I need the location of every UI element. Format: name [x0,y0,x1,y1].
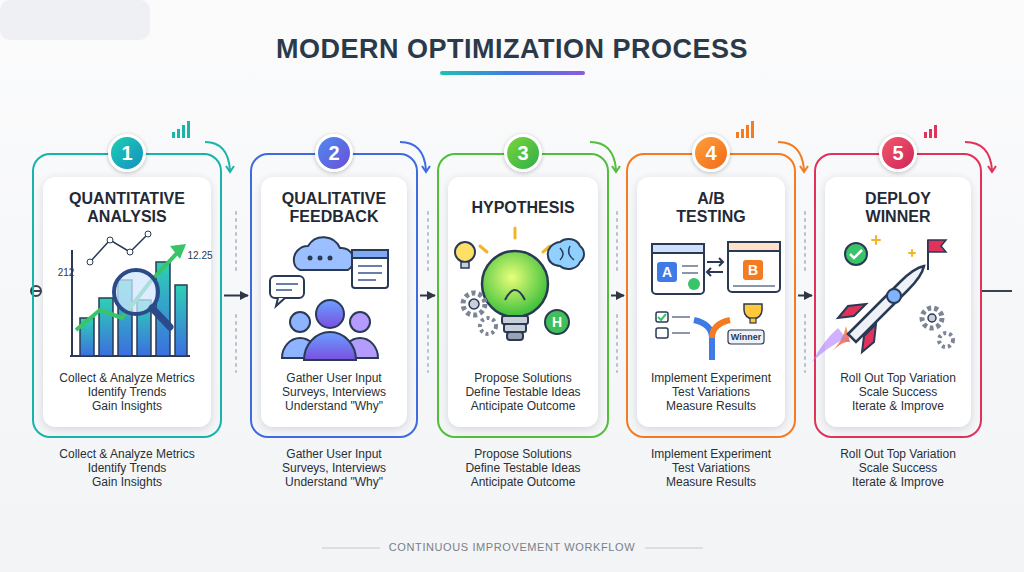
card-summary: Gain Insights [34,475,220,489]
step-number: 3 [504,134,542,172]
corner-tab [0,0,150,40]
card-summary: Test Variations [628,461,794,475]
process-card: A/B TESTING Implement ExperimentTest Vari… [626,153,796,438]
idea-icon [455,228,584,340]
card-summary: Surveys, Interviews [252,461,416,475]
card-summary: Identify Trends [34,461,220,475]
card-description: Surveys, Interviews [252,385,416,399]
card-description: Propose Solutions [439,371,607,385]
feedback-icon [270,237,388,360]
card-summary: Roll Out Top Variation [816,447,980,461]
flow-arrow [611,295,624,297]
flow-arrow [798,295,812,297]
card-summary: Define Testable Ideas [439,461,607,475]
card-description: Identify Trends [34,385,220,399]
card-description: Gain Insights [34,399,220,413]
ab-test-icon [652,242,780,360]
card-heading: A/B TESTING [666,190,756,226]
process-card: QUANTITATIVE ANALYSIS Collect & Analyze M… [32,153,222,438]
step-number: 2 [315,134,353,172]
card-description: Roll Out Top Variation [816,371,980,385]
card-heading: HYPOTHESIS [471,199,574,217]
step-number: 5 [879,134,917,172]
card-description: Scale Success [816,385,980,399]
card-summary: Gather User Input [252,447,416,461]
step-number-text: 2 [318,137,350,169]
card-heading: QUANTITATIVE ANALYSIS [47,190,207,226]
heading-box: HYPOTHESIS [439,185,607,231]
step-number: 1 [108,134,146,172]
flow-arrow [420,295,435,297]
card-summary: Anticipate Outcome [439,475,607,489]
title-underline [440,71,585,75]
card-description: Iterate & Improve [816,399,980,413]
step-number: 4 [692,134,730,172]
card-description: Anticipate Outcome [439,399,607,413]
card-description: Collect & Analyze Metrics [34,371,220,385]
card-heading: QUALITATIVE FEEDBACK [259,190,409,226]
card-summary: Scale Success [816,461,980,475]
card-summary: Collect & Analyze Metrics [34,447,220,461]
heading-box: A/B TESTING [628,185,794,231]
card-summary: Measure Results [628,475,794,489]
card-summary: Propose Solutions [439,447,607,461]
heading-box: DEPLOY WINNER [816,185,980,231]
analytics-icon [70,231,190,356]
card-description: Implement Experiment [628,371,794,385]
card-heading: DEPLOY WINNER [848,190,948,226]
process-card: QUALITATIVE FEEDBACK Gather User InputSur… [250,153,418,438]
step-number-text: 5 [882,137,914,169]
step-number-text: 3 [507,137,539,169]
flow-arrow [224,295,248,297]
card-description: Measure Results [628,399,794,413]
diagram-caption: CONTINUOUS IMPROVEMENT WORKFLOW [0,541,1024,553]
heading-box: QUANTITATIVE ANALYSIS [34,185,220,231]
card-description: Define Testable Ideas [439,385,607,399]
step-number-text: 1 [111,137,143,169]
mini-bars [172,121,937,138]
card-summary: Understand "Why" [252,475,416,489]
card-description: Gather User Input [252,371,416,385]
card-description: Test Variations [628,385,794,399]
heading-box: QUALITATIVE FEEDBACK [252,185,416,231]
card-summary: Iterate & Improve [816,475,980,489]
process-card: DEPLOY WINNER Roll Out Top VariationScale… [814,153,982,438]
step-number-text: 4 [695,137,727,169]
process-card: HYPOTHESIS Propose SolutionsDefine Testab… [437,153,609,438]
diagram-title: MODERN OPTIMIZATION PROCESS [0,34,1024,65]
card-description: Understand "Why" [252,399,416,413]
rocket-icon [812,236,953,362]
card-summary: Implement Experiment [628,447,794,461]
